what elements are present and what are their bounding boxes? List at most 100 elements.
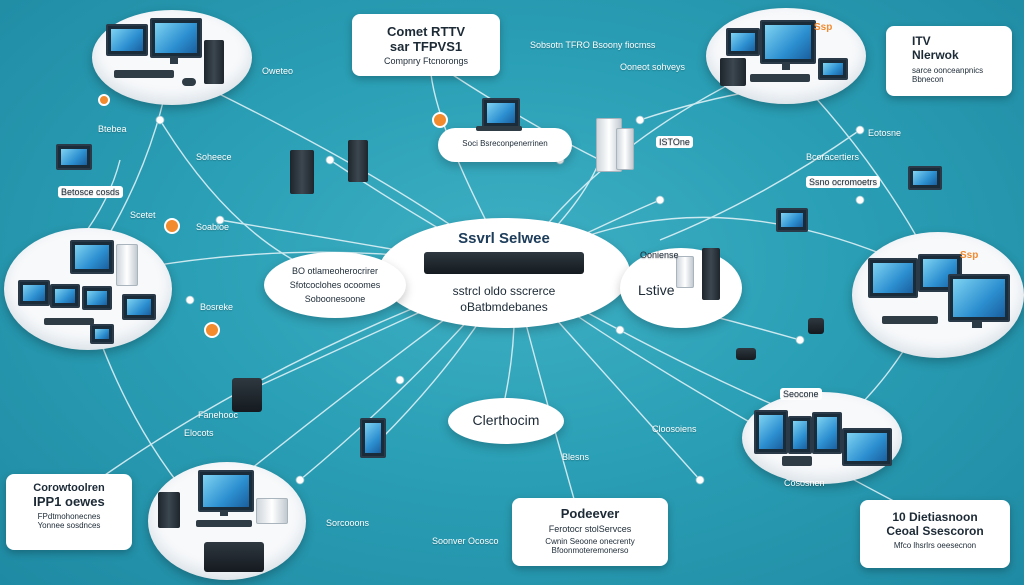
panel-bottom-center-title: Podeever — [560, 506, 620, 521]
tablet-icon — [782, 456, 812, 466]
label-right-c: Eotosne — [868, 128, 902, 138]
server-line-1: sstrcl oldo sscrerce — [452, 284, 556, 298]
laptop-base-icon — [476, 126, 522, 131]
cloud-left-line-2: Sfotcoclohes ocoomes — [289, 280, 381, 290]
monitor-icon — [948, 274, 1010, 322]
location-pin-icon — [432, 112, 448, 128]
monitor-icon — [122, 294, 156, 320]
server-line-2: oBatbmdebanes — [460, 300, 548, 314]
router-icon — [290, 150, 314, 194]
server-tower-icon — [204, 40, 224, 84]
panel-top-center-caption: Compnry Ftcnorongs — [383, 56, 469, 66]
label-left-g: Elocots — [184, 428, 214, 438]
cloud-bottom[interactable]: Clerthocim — [448, 398, 564, 444]
node-top-right[interactable]: Ssp — [706, 8, 866, 104]
server-tower-icon — [676, 256, 694, 288]
node-bottom-right[interactable] — [742, 392, 902, 484]
tv-badge: Ssp — [814, 22, 833, 33]
monitor-stand-icon — [170, 56, 178, 64]
monitor-stand-icon — [220, 510, 228, 516]
laptop-icon — [776, 208, 808, 232]
panel-bottom-left[interactable]: Corowtoolren IPP1 oewes FPdtmohonecnes Y… — [6, 474, 132, 550]
tablet-icon — [360, 418, 386, 458]
server-block-icon — [232, 378, 262, 412]
router-icon — [348, 140, 368, 182]
server-tower-icon — [616, 128, 634, 170]
mouse-icon — [182, 78, 196, 86]
cloud-mid-top[interactable]: Soci Bsreconpenerrinen — [438, 128, 572, 162]
location-pin-icon — [98, 94, 110, 106]
cloud-left[interactable]: BO otlameoherocrirer Sfotcoclohes ocoome… — [264, 252, 406, 318]
keyboard-icon — [44, 318, 94, 325]
monitor-icon — [106, 24, 148, 56]
label-left-c: Betosce cosds — [58, 186, 123, 198]
monitor-icon — [754, 410, 788, 454]
monitor-stand-icon — [782, 62, 790, 70]
panel-bottom-right-title: 10 Dietiasnoon — [892, 510, 978, 524]
node-bottom-left[interactable] — [148, 462, 306, 580]
laptop-icon — [482, 98, 520, 128]
panel-top-center-title: Comet RTTV — [387, 24, 465, 39]
network-switch-icon — [204, 542, 264, 572]
server-tower-icon — [158, 492, 180, 528]
panel-bottom-right-subtitle: Ceoal Ssescoron — [886, 524, 984, 538]
label-top-feed: Sobsotn TFRO Bsoony fiocmss — [530, 40, 656, 50]
monitor-icon — [50, 284, 80, 308]
panel-bottom-center-caption-1: Ferotocr stolServces — [548, 524, 632, 534]
label-left-f: Soabioe — [196, 222, 230, 232]
tv-badge: Ssp — [960, 250, 979, 261]
panel-bottom-center-caption-2: Cwnin Seoone onecrenty — [545, 537, 635, 546]
panel-bottom-right-caption: Mfco lhsrlrs oeesecnon — [893, 541, 977, 550]
server-tower-icon — [116, 244, 138, 286]
label-right-d: Seocone — [780, 388, 822, 400]
label-right-a: Ooniense — [640, 250, 679, 260]
monitor-icon — [70, 240, 114, 274]
monitor-icon — [760, 20, 816, 64]
label-right-chip: Ssno ocromoetrs — [806, 176, 881, 188]
monitor-icon — [812, 412, 842, 454]
label-mid-b: Fanehooc — [198, 410, 239, 420]
monitor-icon — [82, 286, 112, 310]
monitor-icon — [726, 28, 760, 56]
node-right[interactable]: Ssp — [852, 232, 1024, 358]
label-hub-badge: ISTOne — [656, 136, 693, 148]
panel-bottom-left-caption-1: FPdtmohonecnes — [37, 512, 101, 521]
panel-top-right[interactable]: ITV Nlerwok sarce oonceanpnics Bbnecon — [886, 26, 1012, 96]
label-left-d: Soheece — [196, 152, 232, 162]
server-title: Ssvrl Selwee — [458, 230, 550, 247]
keyboard-icon — [882, 316, 938, 324]
laptop-icon — [56, 144, 92, 170]
panel-bottom-center[interactable]: Podeever Ferotocr stolServces Cwnin Seoo… — [512, 498, 668, 566]
monitor-icon — [150, 18, 202, 58]
panel-bottom-right[interactable]: 10 Dietiasnoon Ceoal Ssescoron Mfco lhsr… — [860, 500, 1010, 568]
switch-icon — [736, 348, 756, 360]
panel-top-center[interactable]: Comet RTTV sar TFPVS1 Compnry Ftcnorongs — [352, 14, 500, 76]
monitor-icon — [198, 470, 254, 512]
label-left-b: Btebea — [98, 124, 127, 134]
node-top-left[interactable] — [92, 10, 252, 105]
location-pin-icon — [164, 218, 180, 234]
cloud-bottom-label: Clerthocim — [472, 412, 540, 428]
label-right-f: Cososnen — [784, 478, 825, 488]
server-tower-icon — [702, 248, 720, 300]
label-right-b: Bcoracertiers — [806, 152, 860, 162]
panel-bottom-left-title: Corowtoolren — [33, 482, 105, 494]
cloud-right-label: Lstive — [638, 282, 675, 298]
label-bottom-b: Sorcooons — [326, 518, 370, 528]
node-left[interactable] — [4, 228, 172, 350]
label-left-a: Oweteo — [262, 66, 294, 76]
monitor-icon — [788, 416, 812, 454]
cloud-right[interactable]: Lstive — [620, 248, 742, 328]
cloud-left-line-3: Soboonesoone — [304, 294, 366, 304]
label-left-e: Scetet — [130, 210, 156, 220]
keyboard-icon — [196, 520, 252, 527]
printer-icon — [256, 498, 288, 524]
label-bottom-a: Soonver Ocosco — [432, 536, 499, 546]
monitor-icon — [868, 258, 918, 298]
panel-bottom-center-caption-3: Bfoonmoteremonerso — [551, 546, 629, 555]
central-server-cloud[interactable]: Ssvrl Selwee sstrcl oldo sscrerce oBatbm… — [378, 218, 630, 328]
label-right-e: Cloosoiens — [652, 424, 697, 434]
panel-bottom-left-caption-2: Yonnee sosdnces — [37, 521, 101, 530]
panel-top-right-subtitle: Nlerwok — [912, 48, 959, 62]
panel-top-right-caption-2: Bbnecon — [912, 75, 944, 84]
